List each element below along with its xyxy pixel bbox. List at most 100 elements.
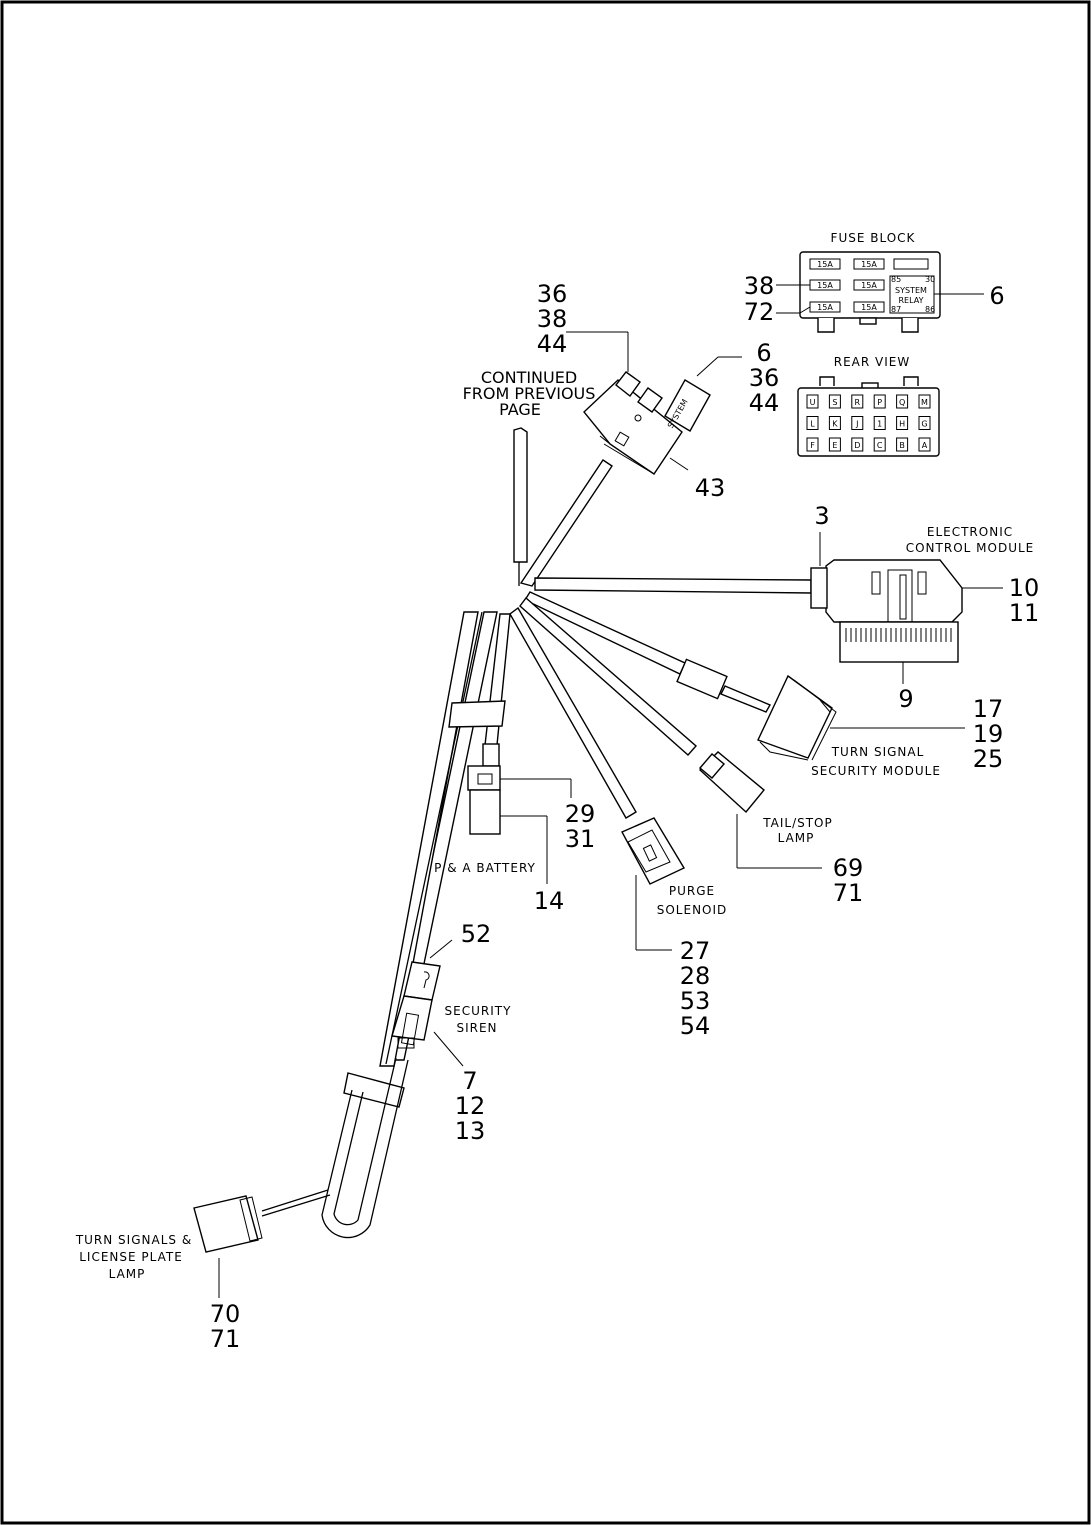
callout-number: 52: [461, 920, 492, 948]
tail-lamp-label: TAIL/STOP: [762, 816, 833, 830]
pin-letter: A: [922, 441, 928, 450]
relay-label: RELAY: [899, 296, 924, 305]
purge-label: PURGE: [669, 884, 715, 898]
callout-number: 17: [973, 695, 1004, 723]
turn-signals-connector: TURN SIGNALS & LICENSE PLATE LAMP 70 71: [75, 1195, 263, 1353]
pin-letter: P: [877, 398, 882, 407]
callout-number: 44: [537, 330, 568, 358]
pin-letter: M: [921, 398, 928, 407]
pin-letter: E: [832, 441, 837, 450]
security-siren-connector: SECURITY SIREN 52 7 12 13: [391, 920, 512, 1145]
pin-letter: C: [877, 441, 883, 450]
callout-number: 44: [749, 389, 780, 417]
callout-number: 53: [680, 987, 711, 1015]
relay-pin: 30: [925, 275, 935, 284]
callout-number: 54: [680, 1012, 711, 1040]
relay-pin: 85: [891, 275, 901, 284]
rear-view-title: REAR VIEW: [834, 355, 910, 369]
pin-cavity: [828, 437, 841, 452]
pa-battery-label: P & A BATTERY: [434, 861, 536, 875]
pa-battery-connector: P & A BATTERY 29 31 14: [434, 743, 596, 915]
callout-number: 27: [680, 937, 711, 965]
pin-cavity: [851, 437, 864, 452]
fuse-block-title: FUSE BLOCK: [831, 231, 916, 245]
tsm-label: SECURITY MODULE: [811, 764, 941, 778]
pin-letter: D: [854, 441, 860, 450]
callout-number: 72: [744, 298, 775, 326]
callout-number: 3: [814, 502, 829, 530]
tail-stop-lamp-connector: TAIL/STOP LAMP 69 71: [698, 751, 864, 907]
pin-letter: S: [832, 398, 837, 407]
pin-cavity: [896, 437, 909, 452]
callout-number: 70: [210, 1300, 241, 1328]
pin-letter: B: [899, 441, 905, 450]
harness-wires: [261, 427, 812, 1239]
callout-number: 31: [565, 825, 596, 853]
pin-cavity: [806, 437, 819, 452]
callout-number: 29: [565, 800, 596, 828]
callout-number: 6: [989, 282, 1004, 310]
callout-number: 11: [1009, 599, 1040, 627]
callout-number: 36: [537, 280, 568, 308]
pin-cavity: [918, 394, 931, 409]
tail-lamp-label: LAMP: [778, 831, 815, 845]
pin-letter: Q: [899, 398, 905, 407]
callout-number: 38: [537, 305, 568, 333]
siren-label: SECURITY: [445, 1004, 512, 1018]
callout-number: 13: [455, 1117, 486, 1145]
turn-signals-label: LICENSE PLATE: [79, 1250, 183, 1264]
tsm-label: TURN SIGNAL: [831, 745, 925, 759]
relay-pin: 87: [891, 305, 901, 314]
ecm-label: ELECTRONIC: [927, 525, 1013, 539]
callout-number: 25: [973, 745, 1004, 773]
pin-letter: R: [855, 398, 861, 407]
fuse-rating: 15A: [817, 281, 833, 290]
purge-solenoid-connector: PURGE SOLENOID 27 28 53 54: [621, 817, 728, 1040]
pin-cavity: [806, 394, 819, 409]
pin-cavity: [918, 437, 931, 452]
callout-number: 69: [833, 854, 864, 882]
purge-label: SOLENOID: [657, 903, 728, 917]
pin-cavity: [828, 416, 841, 430]
pin-cavity: [896, 416, 909, 430]
pin-cavity: [918, 416, 931, 430]
fuse-slots: 15A 15A 15A 15A 15A 15A: [809, 258, 929, 313]
callout-number: 36: [749, 364, 780, 392]
siren-label: SIREN: [456, 1021, 497, 1035]
callout-number: 12: [455, 1092, 486, 1120]
fuse-rating: 15A: [861, 260, 877, 269]
pin-letter: H: [899, 420, 905, 429]
pin-letter: U: [810, 398, 816, 407]
continued-line: PAGE: [499, 400, 541, 419]
pin-cavity: [828, 394, 841, 409]
continued-line: CONTINUED: [481, 368, 577, 387]
callout-number: 43: [695, 474, 726, 502]
pin-letter: L: [810, 420, 815, 429]
pin-letter: J: [855, 420, 858, 429]
continued-label: CONTINUED FROM PREVIOUS PAGE: [463, 368, 596, 419]
pin-letter: G: [921, 420, 927, 429]
callout-number: 71: [210, 1325, 241, 1353]
pin-cavity: [851, 394, 864, 409]
callout-number: 19: [973, 720, 1004, 748]
fuse-rating: 15A: [817, 260, 833, 269]
pin-letter: K: [832, 420, 838, 429]
pin-cavity: [806, 416, 819, 430]
continued-line: FROM PREVIOUS: [463, 384, 596, 403]
electronic-control-module: ELECTRONIC CONTROL MODULE 3 10 11 9: [810, 502, 1040, 713]
fuse-block: FUSE BLOCK 15A 15A 15A 15A 15A 15A 85 30…: [744, 231, 1005, 333]
pin-cavity: [896, 394, 909, 409]
callout-number: 9: [898, 685, 913, 713]
turn-signal-security-module: TURN SIGNAL SECURITY MODULE 17 19 25: [757, 674, 1004, 778]
pin-cavity: [873, 394, 886, 409]
pin-letter: F: [810, 441, 815, 450]
callout-number: 28: [680, 962, 711, 990]
fuse-rating: 15A: [861, 281, 877, 290]
fuse-rating: 15A: [861, 303, 877, 312]
system-fuse: [664, 379, 711, 432]
relay-pin: 86: [925, 305, 935, 314]
